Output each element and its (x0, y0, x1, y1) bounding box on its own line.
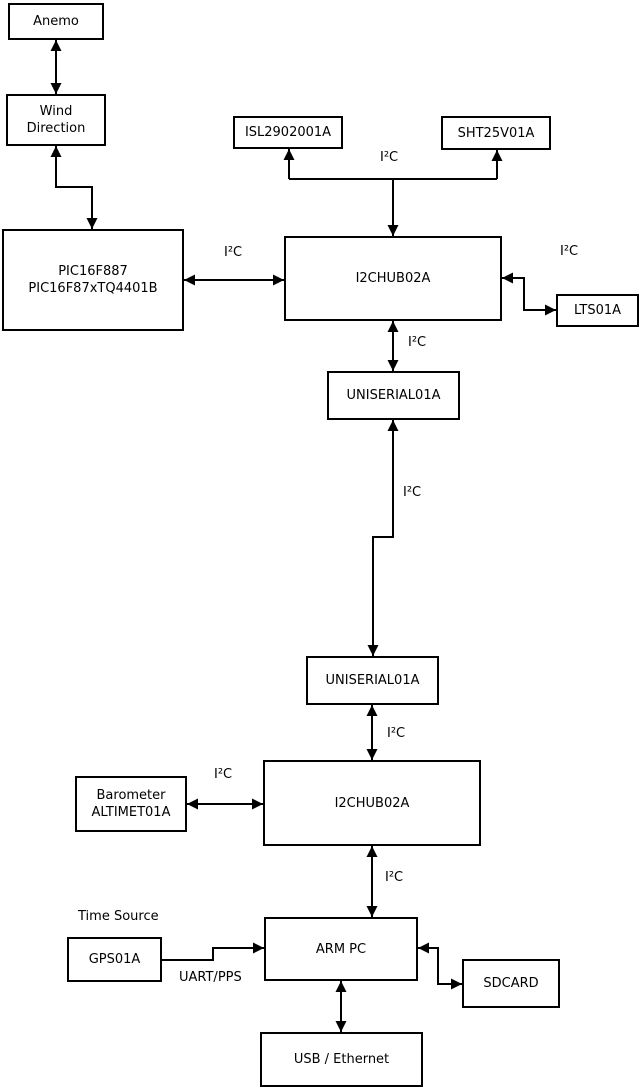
edge-label-uart-pps: UART/PPS (179, 970, 242, 985)
node-usb-ethernet: USB / Ethernet (260, 1032, 423, 1087)
edge-label-i2c-hub2-armpc: I²C (385, 870, 404, 885)
node-arm-pc: ARM PC (264, 917, 418, 981)
node-pic-microcontroller: PIC16F887 PIC16F87xTQ4401B (2, 229, 184, 331)
node-lts01a: LTS01A (556, 294, 639, 327)
edge-hub1-lts (502, 272, 556, 316)
node-barometer-altimet01a: Barometer ALTIMET01A (75, 776, 187, 832)
edge-label-i2c-hub1-lts: I²C (560, 244, 579, 259)
edge-label-i2c-barometer-hub2: I²C (214, 767, 233, 782)
node-uniserial-upper: UNISERIAL01A (327, 371, 460, 420)
node-gps01a: GPS01A (67, 937, 162, 982)
edge-gps-armpc (162, 942, 264, 961)
node-sht25v01a: SHT25V01A (441, 116, 551, 150)
node-i2c-hub-upper: I2CHUB02A (284, 236, 502, 321)
edge-label-i2c-top-bus: I²C (380, 150, 399, 165)
node-sdcard: SDCARD (462, 959, 560, 1008)
edge-uniserial1-uniserial2 (367, 420, 399, 656)
edge-label-i2c-pic-hub1: I²C (224, 245, 243, 260)
node-i2c-hub-lower: I2CHUB02A (263, 760, 481, 846)
node-uniserial-lower: UNISERIAL01A (306, 656, 439, 705)
node-anemo: Anemo (8, 3, 104, 40)
node-wind-direction: Wind Direction (6, 94, 106, 146)
edge-wind-pic (50, 146, 98, 229)
edge-label-i2c-uniserial2-hub2: I²C (387, 726, 406, 741)
edge-label-i2c-uniserial1-uniserial2: I²C (403, 485, 422, 500)
edge-armpc-sdcard (418, 942, 462, 990)
node-isl2902001a: ISL2902001A (233, 116, 343, 149)
label-time-source: Time Source (78, 909, 159, 924)
edge-label-i2c-hub1-uniserial1: I²C (408, 335, 427, 350)
